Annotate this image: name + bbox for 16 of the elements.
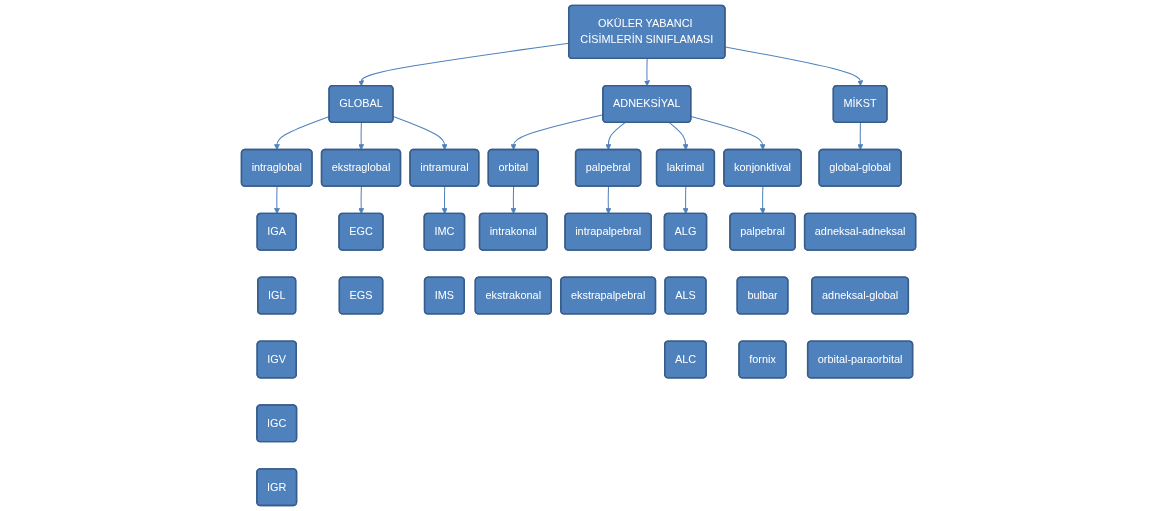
arrow (358, 186, 365, 214)
arrow (724, 46, 864, 87)
arrow (358, 122, 365, 151)
arrow (605, 122, 626, 151)
arrow (273, 115, 330, 151)
arrow (605, 186, 612, 214)
arrow (857, 122, 864, 151)
arrow (273, 186, 280, 214)
arrow (668, 122, 689, 151)
arrow (682, 186, 689, 214)
arrow (759, 186, 766, 214)
arrow (510, 186, 517, 214)
arrow (690, 115, 766, 151)
arrow (441, 186, 448, 214)
arrow (644, 58, 650, 87)
arrow (392, 116, 448, 151)
